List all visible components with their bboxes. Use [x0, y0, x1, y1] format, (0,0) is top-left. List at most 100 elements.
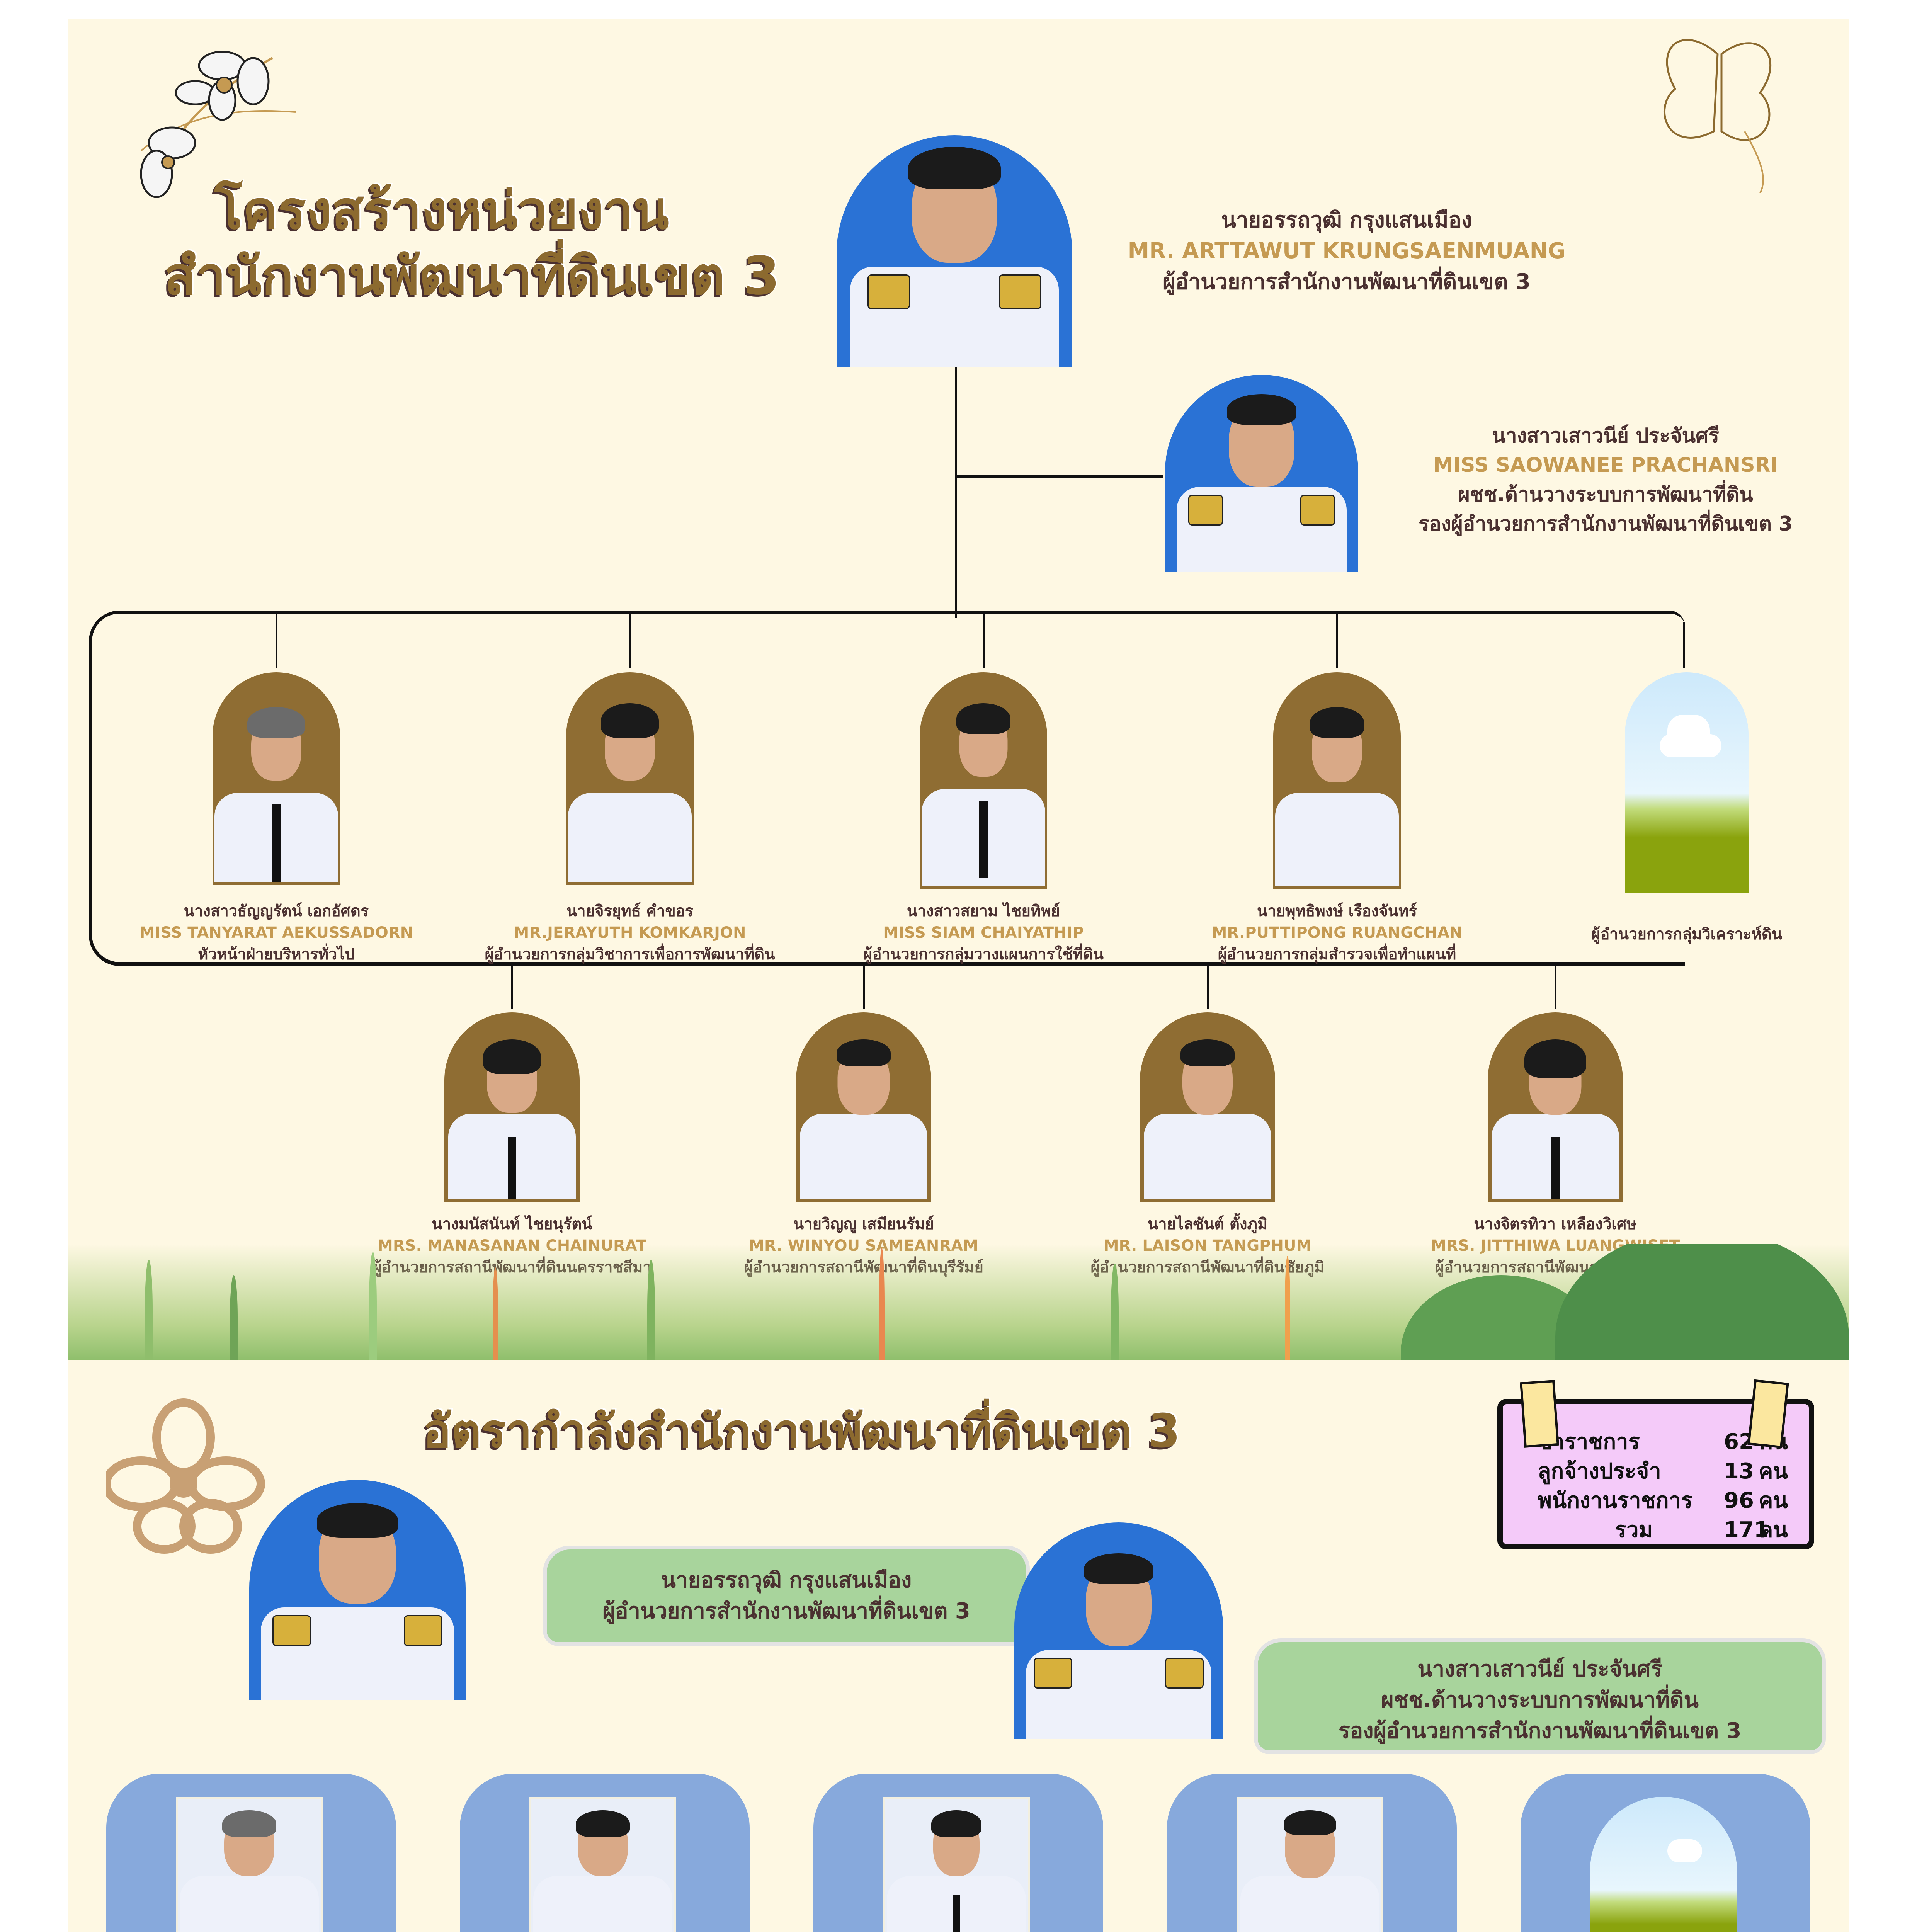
deputy-info: นางสาวเสาวนีย์ ประจันศรี MISS SAOWANEE P…: [1374, 421, 1837, 539]
connector-line: [1336, 614, 1338, 668]
director-name-en: MR. ARTTAWUT KRUNGSAENMUANG: [1128, 238, 1566, 264]
group-head-name-th: นางสาวธัญญรัตน์ เอกอัศดร: [184, 902, 369, 920]
connector-bus: [89, 611, 1685, 966]
grass-decoration: [68, 1244, 1849, 1360]
summary-label: ลูกจ้างประจำ: [1538, 1459, 1661, 1484]
station-head-photo: [1140, 1012, 1275, 1202]
summary-value: 96: [1724, 1488, 1754, 1513]
group-head-photo: [920, 672, 1047, 889]
station-head-name-th: นายวิญญู เสมียนรัมย์: [793, 1215, 934, 1233]
director-position: ผู้อำนวยการสำนักงานพัฒนาที่ดินเขต 3: [1163, 269, 1531, 294]
group-head-photo: [213, 672, 340, 885]
portrait-icon: [1165, 375, 1358, 572]
staffing-title: อัตรากำลังสำนักงานพัฒนาที่ดินเขต 3: [423, 1405, 1180, 1458]
director-box-name: นายอรรถวุฒิ กรุงแสนเมือง: [661, 1568, 912, 1593]
group-head-position: ผู้อำนวยการกลุ่มวิชาการเพื่อการพัฒนาที่ด…: [485, 946, 775, 963]
group-head-photo: [1273, 672, 1401, 889]
summary-value: 13: [1724, 1459, 1754, 1484]
group-head-card: นางสาวสยาม ไชยทิพย์ MISS SIAM CHAIYATHIP…: [837, 614, 1130, 963]
summary-unit: คน: [1759, 1517, 1788, 1543]
group-head-name-en: MISS SIAM CHAIYATHIP: [883, 924, 1084, 942]
flower-decoration-icon: [126, 35, 303, 213]
group-head-name-th: นายพุทธิพงษ์ เรืองจันทร์: [1257, 902, 1417, 920]
summary-row: ลูกจ้างประจำ 13 คน: [1538, 1457, 1788, 1486]
placeholder-landscape-icon: [1590, 1797, 1737, 1932]
deputy-name-th: นางสาวเสาวนีย์ ประจันศรี: [1492, 424, 1720, 447]
director-info: นายอรรถวุฒิ กรุงแสนเมือง MR. ARTTAWUT KR…: [1111, 205, 1582, 298]
connector-line: [511, 966, 513, 1009]
station-heads-row: นางมนัสนันท์ ไชยนุรัตน์ MRS. MANASANAN C…: [338, 966, 1729, 1276]
station-head-name-th: นายไลซันต์ ตั้งภูมิ: [1147, 1215, 1268, 1233]
group-staff-card: นายจิรยุทธ์ คำขอร ผู้อำนวยการกลุ่มวิชากา…: [460, 1774, 750, 1932]
station-head-photo: [1488, 1012, 1623, 1202]
group-heads-row: นางสาวธัญญรัตน์ เอกอัศดร MISS TANYARAT A…: [129, 614, 1830, 963]
deputy-box-position2: รองผู้อำนวยการสำนักงานพัฒนาที่ดินเขต 3: [1338, 1718, 1742, 1743]
deputy-position-line1: ผชช.ด้านวางระบบการพัฒนาที่ดิน: [1458, 483, 1753, 506]
group-head-name-en: MISS TANYARAT AEKUSSADORN: [139, 924, 413, 942]
staff-card-photo: [883, 1797, 1030, 1932]
butterfly-decoration-icon: [1644, 31, 1791, 194]
group-head-name-th: นายจิรยุทธ์ คำขอร: [566, 902, 694, 920]
group-head-position: ผู้อำนวยการกลุ่มวิเคราะห์ดิน: [1591, 925, 1783, 943]
summary-row: พนักงานราชการ 96 คน: [1538, 1486, 1788, 1515]
staffing-director-box: นายอรรถวุฒิ กรุงแสนเมือง ผู้อำนวยการสำนั…: [543, 1546, 1030, 1646]
summary-unit: คน: [1759, 1488, 1788, 1513]
group-staff-card: นายพุทธิพงษ์ เรืองจันทร์ ผู้อำนวยการกลุ่…: [1167, 1774, 1457, 1932]
group-head-card: นายจิรยุทธ์ คำขอร MR.JERAYUTH KOMKARJON …: [483, 614, 777, 963]
staffing-deputy-box: นางสาวเสาวนีย์ ประจันศรี ผชช.ด้านวางระบบ…: [1254, 1638, 1826, 1754]
group-head-card: นางสาวธัญญรัตน์ เอกอัศดร MISS TANYARAT A…: [129, 614, 423, 963]
director-photo: [837, 135, 1072, 367]
director-box-position: ผู้อำนวยการสำนักงานพัฒนาที่ดินเขต 3: [602, 1599, 970, 1624]
group-head-name-en: MR.JERAYUTH KOMKARJON: [514, 924, 746, 942]
summary-total-row: รวม 171 คน: [1538, 1515, 1788, 1545]
connector-line: [629, 614, 631, 668]
group-head-photo: [566, 672, 694, 885]
station-head-name-th: นางมนัสนันท์ ไชยนุรัตน์: [432, 1215, 592, 1233]
group-staff-card: นางสาวธัญญรัตน์ เอกอัศดร หัวหน้าฝ่ายบริห…: [106, 1774, 396, 1932]
staffing-summary-note: ข้าราชการ 62 คน ลูกจ้างประจำ 13 คน พนักง…: [1497, 1379, 1814, 1549]
org-chart-title-line2: สำนักงานพัฒนาที่ดินเขต 3: [164, 246, 780, 307]
staff-card-photo: [1237, 1797, 1383, 1932]
group-staff-card: นางสาวสยาม ไชยทิพย์ ผู้อำนวยการกลุ่มวางแ…: [813, 1774, 1103, 1932]
group-head-name-en: MR.PUTTIPONG RUANGCHAN: [1211, 924, 1463, 942]
group-head-card-vacant: ผู้อำนวยการกลุ่มวิเคราะห์ดิน: [1544, 614, 1830, 954]
connector-line: [1683, 622, 1685, 668]
station-head-name-th: นางจิตรทิวา เหลืองวิเศษ: [1474, 1215, 1637, 1233]
group-head-position: หัวหน้าฝ่ายบริหารทั่วไป: [198, 946, 355, 963]
placeholder-landscape-icon: [1625, 672, 1749, 893]
portrait-icon: [837, 135, 1072, 367]
infographic-page: โครงสร้างหน่วยงาน สำนักงานพัฒนาที่ดินเขต…: [68, 19, 1849, 1932]
staff-card-photo: [176, 1797, 323, 1932]
staffing-flower-icon: [102, 1395, 272, 1557]
group-head-position: ผู้อำนวยการกลุ่มสำรวจเพื่อทำแผนที่: [1218, 946, 1456, 963]
group-head-name-th: นางสาวสยาม ไชยทิพย์: [907, 902, 1060, 920]
org-chart-title: โครงสร้างหน่วยงาน สำนักงานพัฒนาที่ดินเขต…: [164, 178, 780, 309]
station-head-photo: [444, 1012, 580, 1202]
group-staff-card-vacant: ผู้อำนวยการกลุ่มวิเคราะห์ดิน ข้าราชการ2ค…: [1521, 1774, 1810, 1932]
staffing-deputy-photo: [1014, 1522, 1223, 1739]
org-chart-title-line1: โครงสร้างหน่วยงาน: [214, 180, 669, 241]
station-head-photo: [796, 1012, 931, 1202]
connector-line: [955, 367, 957, 618]
deputy-photo: [1165, 375, 1358, 572]
group-staff-cards: นางสาวธัญญรัตน์ เอกอัศดร หัวหน้าฝ่ายบริห…: [106, 1774, 1826, 1932]
connector-line: [1207, 966, 1209, 1009]
group-head-position: ผู้อำนวยการกลุ่มวางแผนการใช้ที่ดิน: [863, 946, 1104, 963]
connector-line: [983, 614, 985, 668]
deputy-position-line2: รองผู้อำนวยการสำนักงานพัฒนาที่ดินเขต 3: [1418, 512, 1793, 536]
connector-line: [955, 475, 1163, 478]
summary-unit: คน: [1759, 1459, 1788, 1484]
summary-value: 171: [1724, 1517, 1769, 1543]
staffing-director-photo: [249, 1480, 466, 1700]
deputy-box-position1: ผชช.ด้านวางระบบการพัฒนาที่ดิน: [1381, 1687, 1699, 1713]
connector-line: [863, 966, 865, 1009]
deputy-box-name: นางสาวเสาวนีย์ ประจันศรี: [1417, 1656, 1662, 1682]
connector-line: [1555, 966, 1556, 1009]
connector-line: [276, 614, 277, 668]
summary-value: 62: [1724, 1429, 1754, 1454]
summary-label: พนักงานราชการ: [1538, 1488, 1693, 1513]
summary-label: รวม: [1615, 1517, 1653, 1543]
group-head-card: นายพุทธิพงษ์ เรืองจันทร์ MR.PUTTIPONG RU…: [1190, 614, 1484, 963]
deputy-name-en: MISS SAOWANEE PRACHANSRI: [1433, 454, 1778, 477]
staff-card-photo: [529, 1797, 676, 1932]
